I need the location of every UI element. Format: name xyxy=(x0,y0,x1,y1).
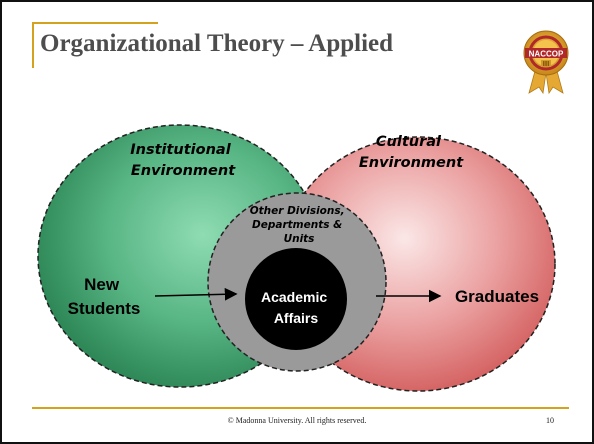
footer-rule xyxy=(32,407,569,409)
footer-copyright: © Madonna University. All rights reserve… xyxy=(227,416,367,425)
academic-affairs-label: Academic Affairs xyxy=(261,289,331,326)
new-students-label: New Students xyxy=(68,275,141,318)
slide-title: Organizational Theory – Applied xyxy=(40,30,394,57)
institutional-environment-label: Institutional Environment xyxy=(130,142,236,179)
title-accent-vertical xyxy=(32,22,34,68)
graduates-label: Graduates xyxy=(455,287,539,306)
page-number: 10 xyxy=(546,416,554,425)
other-divisions-label: Other Divisions, Departments & Units xyxy=(250,205,349,245)
academic-affairs-circle xyxy=(245,248,347,350)
svg-text:NACCOP: NACCOP xyxy=(529,49,564,58)
naccop-seal-icon: NACCOP xyxy=(523,30,569,95)
title-accent-horizontal xyxy=(32,22,158,24)
inflow-arrow xyxy=(154,287,238,301)
cultural-environment-label: Cultural Environment xyxy=(359,134,464,171)
